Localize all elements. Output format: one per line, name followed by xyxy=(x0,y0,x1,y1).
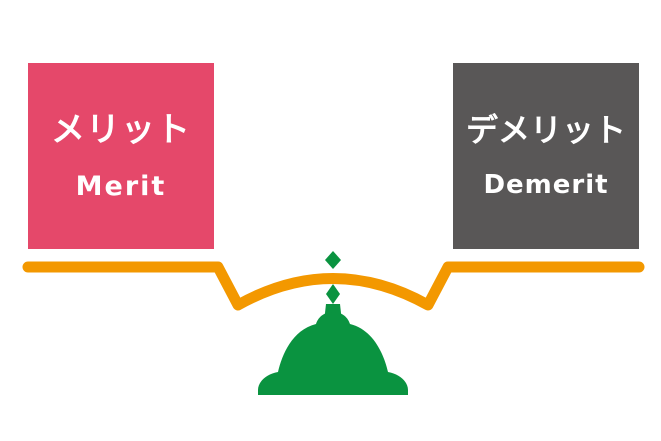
scale-finial xyxy=(326,284,340,304)
merit-title-jp: メリット xyxy=(51,109,191,150)
merit-title-en: Merit xyxy=(75,170,167,202)
demerit-title-en: Demerit xyxy=(483,170,609,200)
scale-beam xyxy=(22,261,645,311)
merit-box: メリット Merit xyxy=(28,63,214,249)
demerit-box: デメリット Demerit xyxy=(453,63,639,249)
scale-base xyxy=(258,312,408,395)
scale-top-diamond xyxy=(325,251,341,269)
demerit-title-jp: デメリット xyxy=(465,111,626,149)
